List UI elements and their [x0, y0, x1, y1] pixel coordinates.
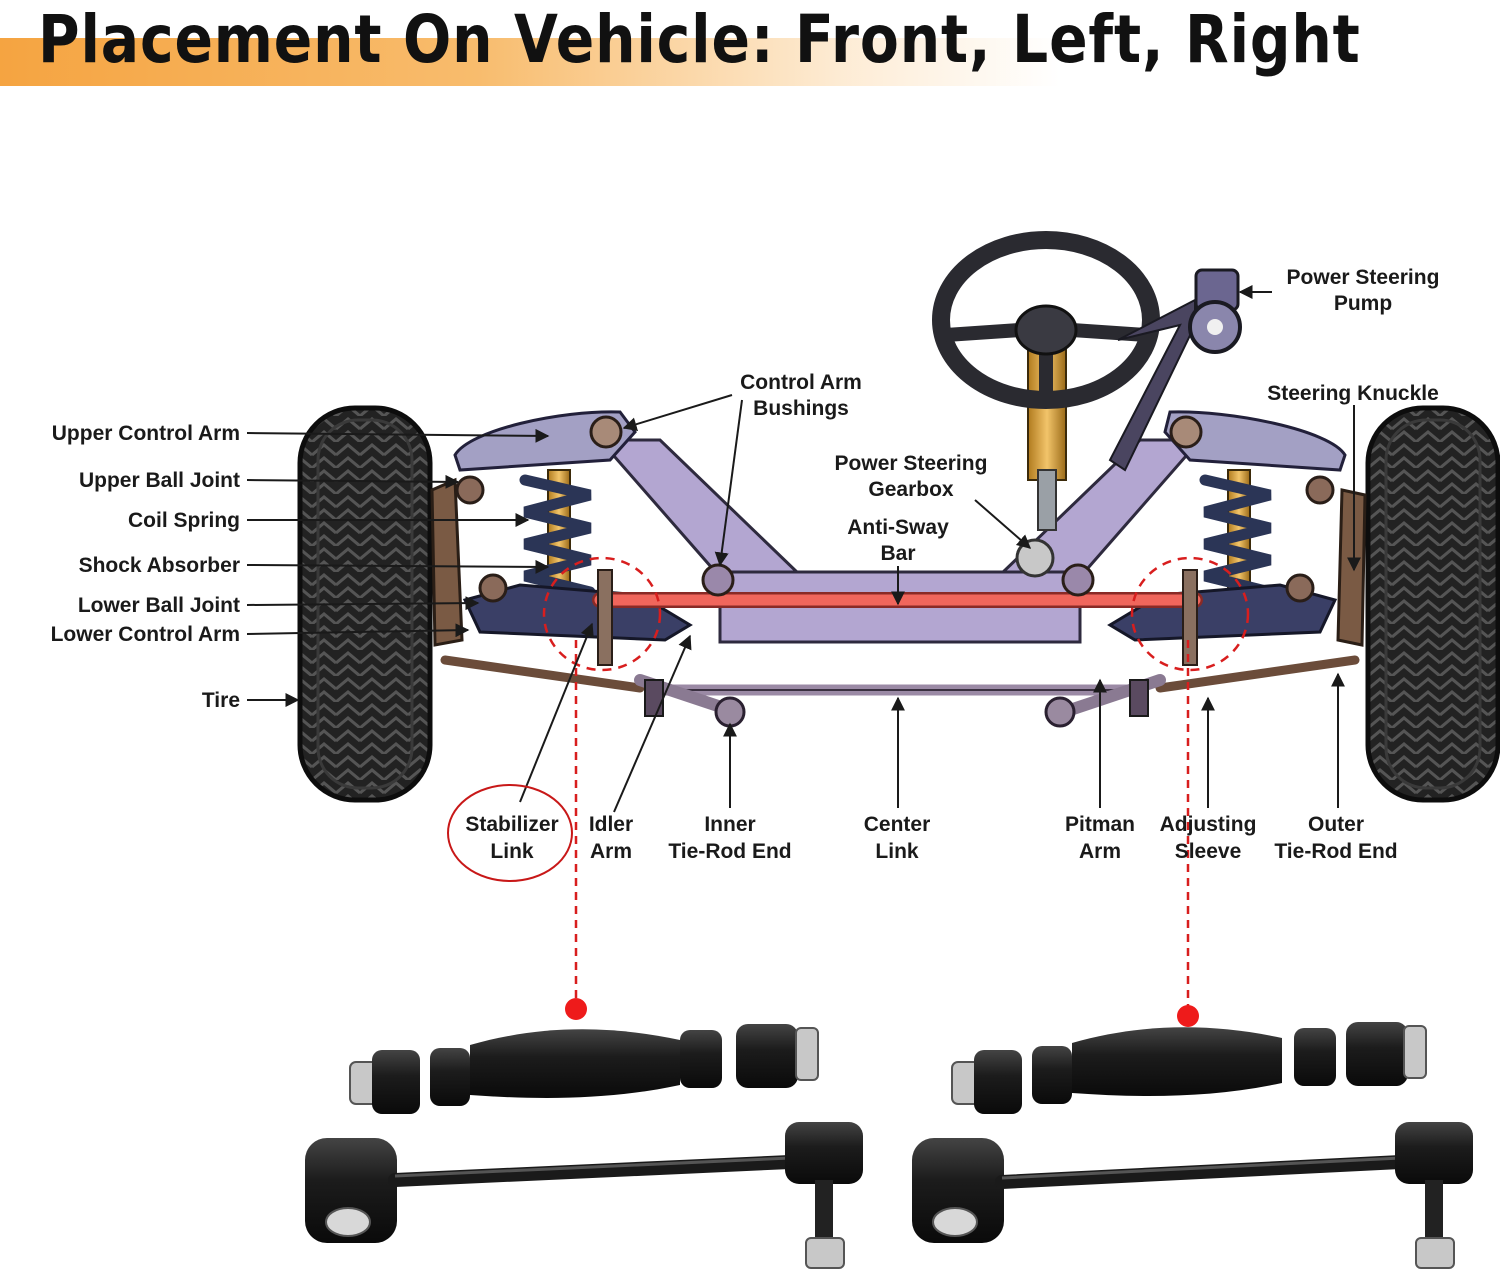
steering-wheel-icon [932, 231, 1160, 409]
stabilizer-link-label-circle [447, 784, 573, 882]
page-title: Placement On Vehicle: Front, Left, Right [38, 1, 1361, 78]
label-pitman-arm-1: Pitman [1065, 813, 1135, 836]
label-power-steering-pump-1: Power Steering [1287, 266, 1440, 289]
left-end-link [305, 1122, 863, 1269]
left-highlight-circle [542, 556, 662, 672]
label-upper-ball-joint: Upper Ball Joint [79, 469, 240, 492]
right-bushing-set [951, 1022, 1427, 1114]
part-labels: Upper Control Arm Upper Ball Joint Coil … [51, 266, 1440, 863]
left-callout-dot [565, 998, 587, 1020]
label-shock-absorber: Shock Absorber [79, 554, 240, 577]
label-power-steering-gearbox-1: Power Steering [835, 452, 988, 475]
right-end-link [912, 1122, 1473, 1269]
product-sway-bar-link-left [305, 1024, 863, 1269]
label-outer-tie-rod-end-1: Outer [1308, 813, 1364, 836]
leader-lines [246, 285, 1361, 813]
right-coil-spring [1199, 469, 1276, 601]
label-idler-arm-2: Arm [590, 840, 632, 863]
label-anti-sway-bar-2: Bar [880, 542, 915, 565]
left-steering-knuckle [430, 477, 464, 647]
label-power-steering-gearbox-2: Gearbox [868, 478, 954, 501]
title-highlight-bar [0, 38, 1060, 86]
right-tire [1365, 405, 1500, 803]
label-anti-sway-bar-1: Anti-Sway [847, 516, 949, 539]
left-coil-spring [519, 469, 596, 601]
label-lower-ball-joint: Lower Ball Joint [78, 594, 240, 617]
product-sway-bar-link-right [912, 1022, 1473, 1269]
label-control-arm-bushings-2: Bushings [753, 397, 849, 420]
label-lower-control-arm: Lower Control Arm [51, 623, 240, 646]
label-power-steering-pump-2: Pump [1334, 292, 1392, 315]
label-control-arm-bushings-1: Control Arm [740, 371, 862, 394]
power-steering-pump-icon [1108, 268, 1242, 472]
label-stabilizer-link-1: Stabilizer [465, 813, 558, 836]
label-steering-knuckle: Steering Knuckle [1267, 382, 1439, 405]
label-center-link-2: Link [875, 840, 918, 863]
right-callout-dot [1177, 1005, 1199, 1027]
right-stabilizer-link-on-vehicle [1182, 569, 1198, 666]
label-inner-tie-rod-end-2: Tie-Rod End [668, 840, 791, 863]
label-adjusting-sleeve-2: Sleeve [1175, 840, 1242, 863]
label-inner-tie-rod-end-1: Inner [704, 813, 755, 836]
label-stabilizer-link-2: Link [490, 840, 533, 863]
right-steering-knuckle [1336, 488, 1367, 647]
right-highlight-circle [1130, 556, 1250, 672]
title-banner: Placement On Vehicle: Front, Left, Right [0, 0, 1500, 90]
left-bushing-set [349, 1024, 819, 1114]
label-tire: Tire [202, 689, 240, 712]
label-upper-control-arm: Upper Control Arm [52, 422, 240, 445]
control-arm-bushings [455, 415, 1335, 603]
label-idler-arm-1: Idler [589, 813, 633, 836]
label-pitman-arm-2: Arm [1079, 840, 1121, 863]
label-adjusting-sleeve-1: Adjusting [1160, 813, 1257, 836]
left-stabilizer-link-on-vehicle [597, 569, 613, 666]
right-upper-control-arm [1163, 410, 1347, 472]
steering-linkage [440, 655, 1360, 728]
label-outer-tie-rod-end-2: Tie-Rod End [1274, 840, 1397, 863]
label-center-link-1: Center [864, 813, 931, 836]
label-coil-spring: Coil Spring [128, 509, 240, 532]
